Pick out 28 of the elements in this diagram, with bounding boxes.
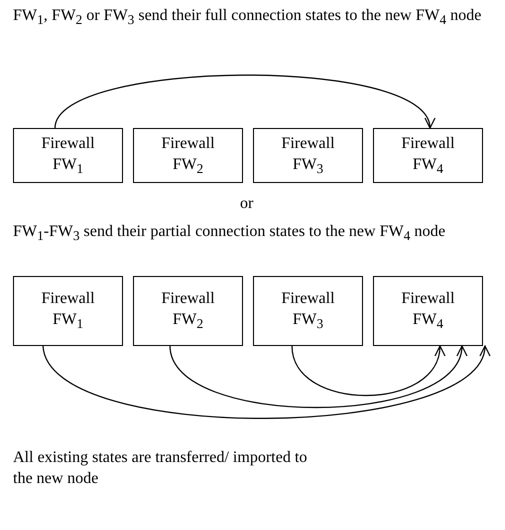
firewall-box [13,276,123,346]
node-name: FW$_{3}$ [292,154,324,178]
node-title: Firewall [401,134,455,154]
node-name: FW$_{2}$ [172,310,204,333]
node-title: Firewall [401,289,455,310]
firewall-box [133,128,243,183]
node-name: FW$_{2}$ [172,154,204,178]
node-title: Firewall [281,289,335,310]
node-name: FW$_{1}$ [52,154,84,178]
node-name: FW$_{4}$ [412,310,444,333]
node-name: FW$_{1}$ [52,310,84,333]
firewall-box [253,128,363,183]
connector-word: or [240,194,254,214]
note-text: FW$_{1}$-FW$_{3}$ send their partial connection states to the new FW$_{4}$ node [13,222,446,244]
node-name: FW$_{4}$ [412,154,444,178]
node-title: Firewall [41,134,95,154]
node-name: FW$_{3}$ [292,310,324,333]
firewall-box [373,128,483,183]
firewall-box [133,276,243,346]
node-title: Firewall [161,289,215,310]
note-text: FW$_{1}$, FW$_{2}$ or FW$_{3}$ send their full connection states to the new FW$_{4}$ node [13,6,482,28]
firewall-box [253,276,363,346]
firewall-box [13,128,123,183]
note-text: All existing states are transferred/ imported to the new node [13,448,308,489]
firewall-box [373,276,483,346]
node-title: Firewall [161,134,215,154]
node-title: Firewall [41,289,95,310]
node-title: Firewall [281,134,335,154]
